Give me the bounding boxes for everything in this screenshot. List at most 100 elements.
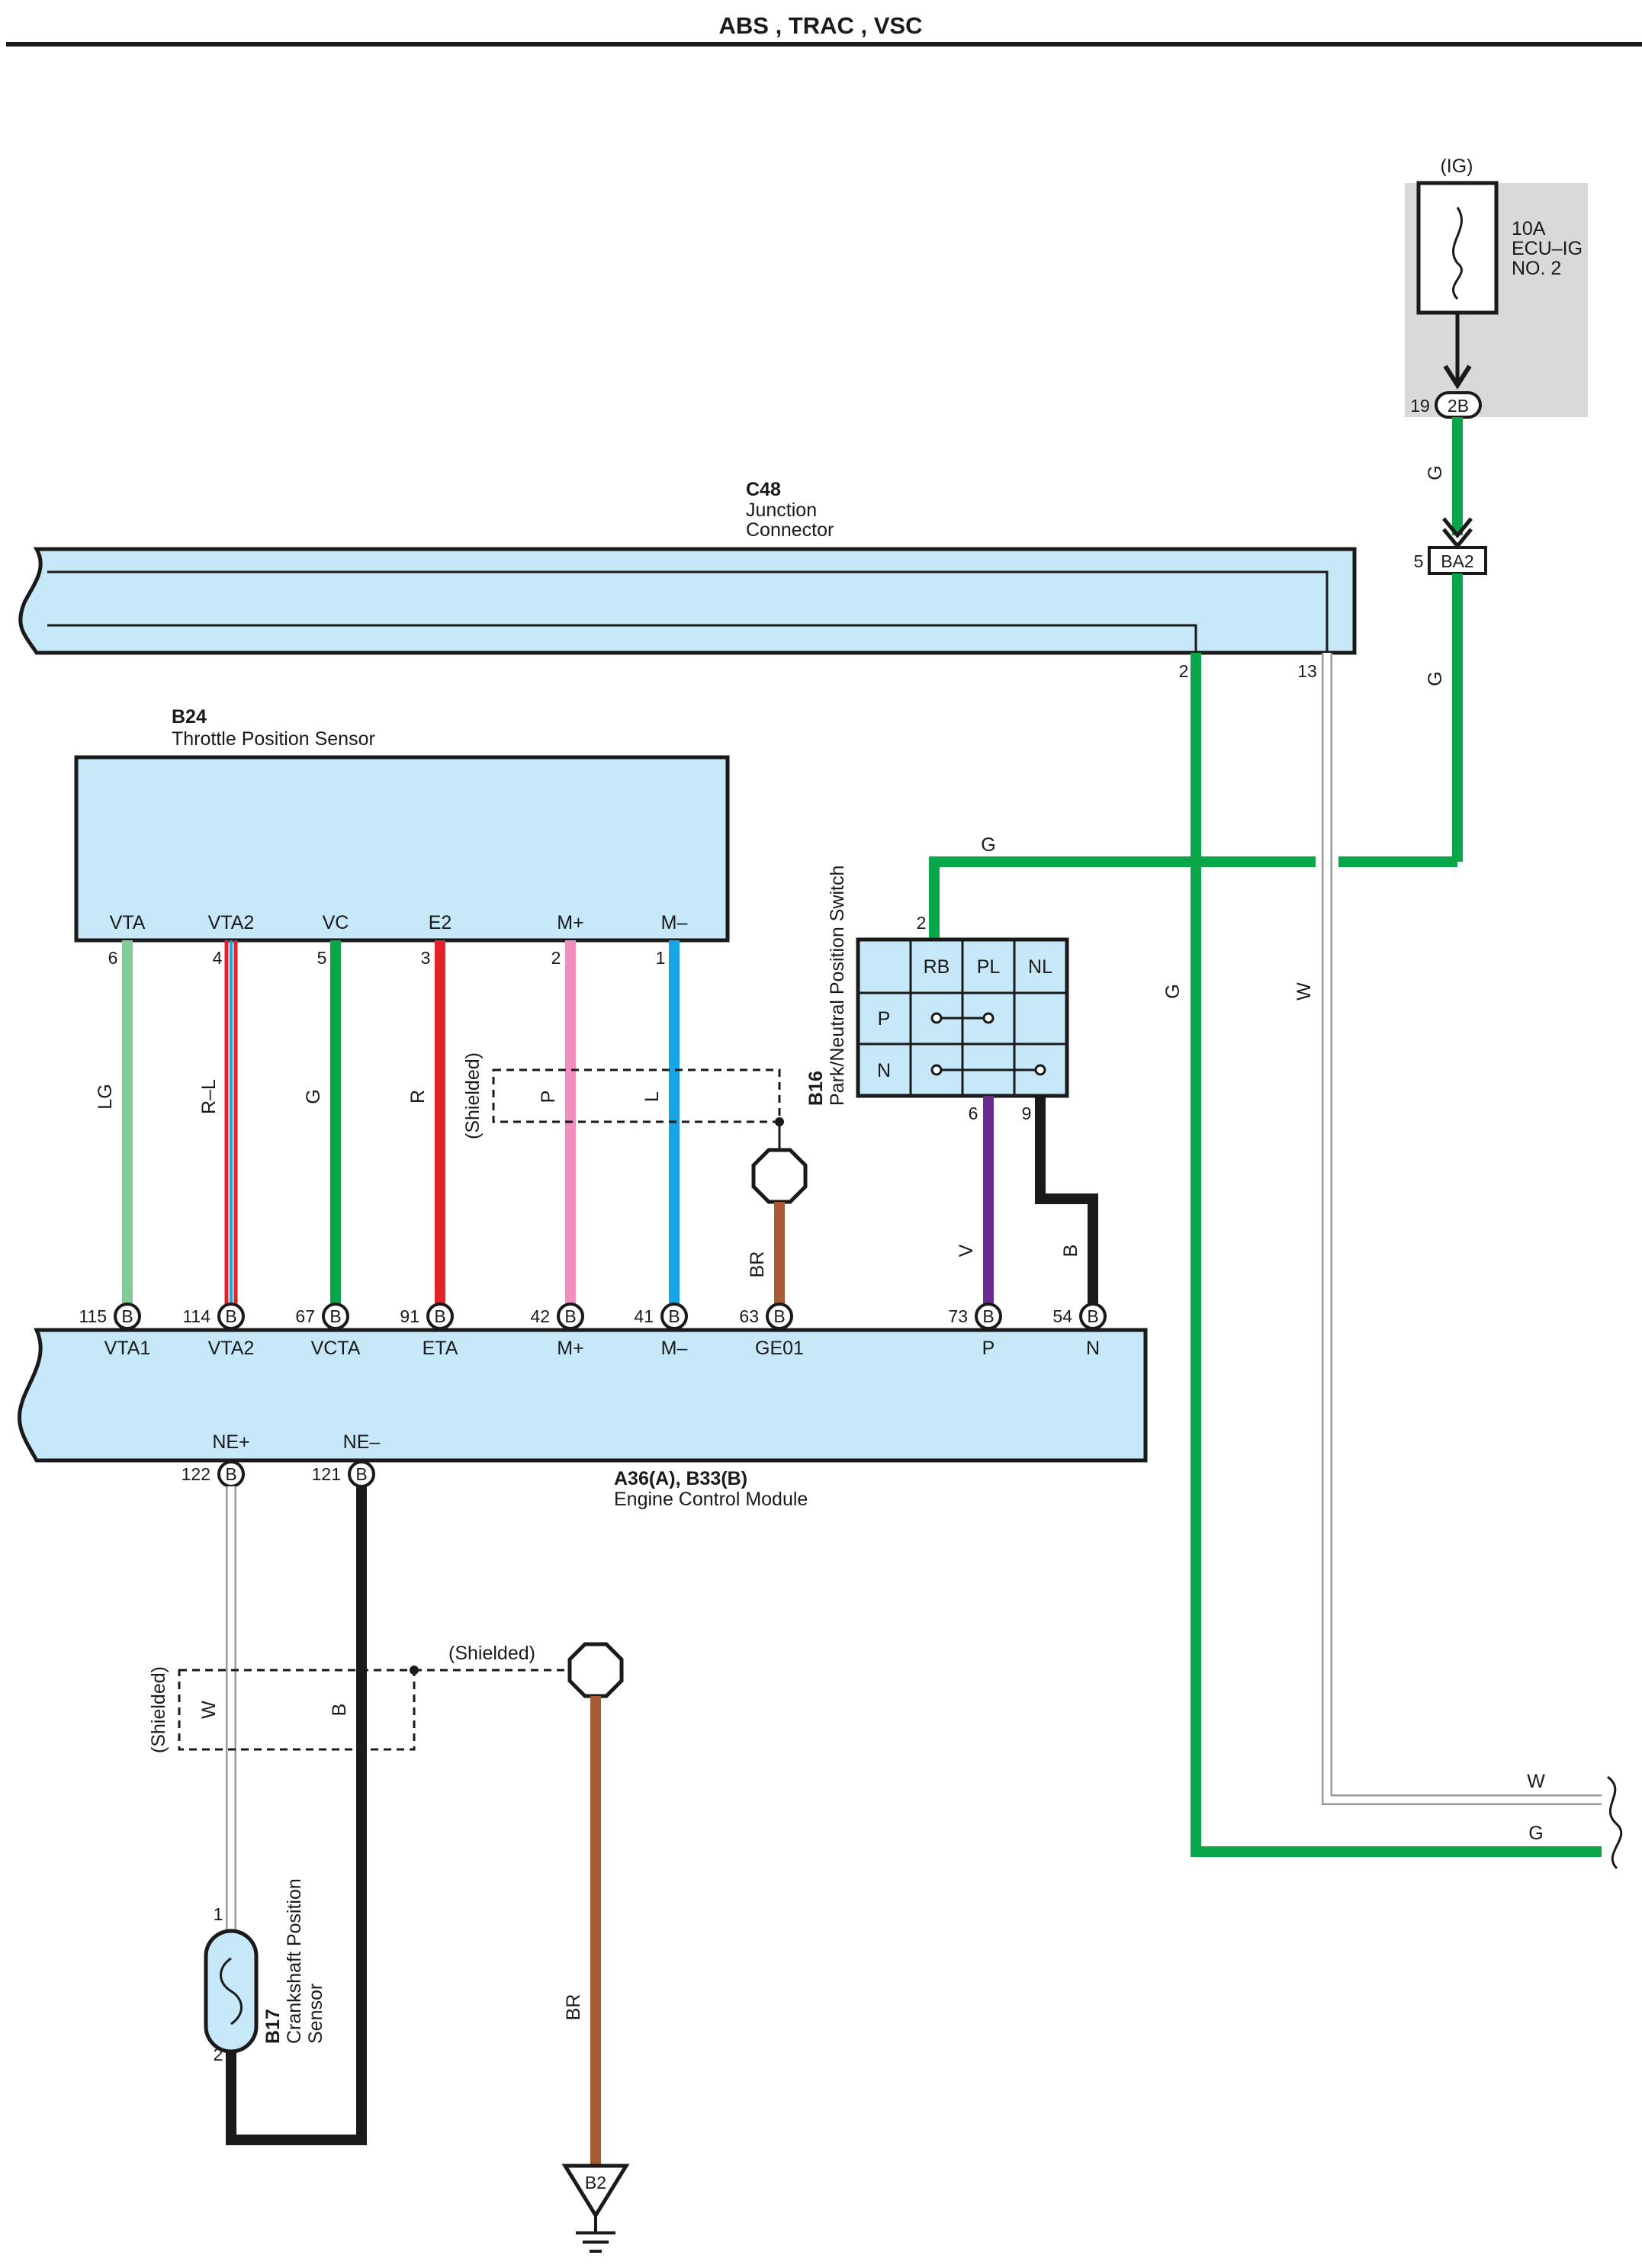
fuse-pin: 19	[1410, 396, 1430, 416]
c48-name-line1: Junction	[746, 500, 817, 521]
b24-term-e2: E2	[429, 912, 452, 933]
ecm-name: Engine Control Module	[614, 1489, 808, 1510]
wire-label-r: R	[407, 1090, 429, 1103]
b16-n-node-b	[1034, 1064, 1046, 1076]
ecm-conn-122-label: B	[225, 1464, 236, 1484]
wire-label-g-top: G	[1425, 465, 1446, 480]
wire-label-br-ground: BR	[563, 1994, 584, 2021]
wire-label-v: V	[956, 1244, 977, 1257]
b16-name: Park/Neutral Position Switch	[827, 866, 848, 1106]
c48-inner-line-b	[47, 624, 1197, 653]
b24-pin-4: 4	[213, 948, 223, 968]
ecm-term-vcta: VCTA	[311, 1338, 361, 1359]
ecm-conn-73	[975, 1303, 1002, 1330]
ecm-conn-114	[217, 1303, 245, 1330]
c48-junction-connector: C48 Junction Connector 2 13	[18, 479, 1357, 681]
ecm-conn-115	[114, 1303, 141, 1330]
wire-r-l	[224, 940, 238, 1310]
ecm-term-m-plus: M+	[557, 1338, 583, 1359]
fuse-icon	[1452, 207, 1463, 300]
wire-label-g-vc: G	[303, 1089, 324, 1103]
shield-junction-dot	[775, 1117, 784, 1126]
page-title: ABS , TRAC , VSC	[719, 12, 923, 39]
b17-pin-2: 2	[214, 2045, 223, 2064]
c48-inner-line-a	[47, 570, 1329, 653]
fuse-box	[1416, 181, 1499, 315]
b24-pin-5: 5	[317, 948, 327, 968]
wire-w-c48	[1323, 653, 1602, 1804]
b16-n-node-a	[930, 1064, 943, 1076]
connector-2b-label: 2B	[1448, 396, 1469, 416]
ecm-conn-54	[1079, 1303, 1107, 1330]
ground-b2-label: B2	[585, 2173, 606, 2193]
ecm-term-m-minus: M–	[661, 1338, 688, 1359]
b16-pin-6: 6	[969, 1103, 978, 1123]
ecm-term-vta2: VTA2	[208, 1338, 255, 1359]
wire-w-c48-outline	[1322, 653, 1602, 1805]
wire-label-b-n: B	[1060, 1245, 1081, 1258]
b16-row-p: P	[878, 1008, 891, 1030]
ecm-pin-42: 42	[530, 1306, 550, 1326]
wire-label-g-b16: G	[981, 834, 995, 856]
ecm-term-ne-minus: NE–	[343, 1431, 381, 1453]
c48-body	[18, 547, 1357, 655]
b24-code: B24	[172, 706, 207, 728]
shield-motor-wires	[492, 1068, 781, 1123]
c48-code: C48	[746, 479, 781, 500]
ecm-conn-67	[322, 1303, 349, 1330]
ecm-pin-121: 121	[312, 1464, 341, 1484]
b24-body	[74, 755, 730, 943]
ecm-pin-115: 115	[79, 1306, 107, 1326]
break-icon	[1607, 1775, 1623, 1870]
b24-name: Throttle Position Sensor	[172, 728, 375, 750]
ecm-pin-63: 63	[739, 1306, 759, 1326]
ecm-conn-67-label: B	[329, 1306, 341, 1326]
wire-b-ne	[226, 1486, 367, 2145]
b24-pin-3: 3	[421, 948, 431, 968]
ecm-pin-54: 54	[1052, 1306, 1072, 1326]
b16-pin-2: 2	[917, 913, 927, 933]
wire-label-l: L	[641, 1091, 663, 1102]
shield-label-ne: (Shielded)	[148, 1666, 169, 1753]
wire-label-w-long: W	[1293, 982, 1315, 1001]
ecm-term-vta1: VTA1	[104, 1338, 151, 1359]
b17-name-line1: Crankshaft Position	[284, 1878, 305, 2044]
wire-label-w-right: W	[1527, 1771, 1545, 1792]
ecm-conn-91-label: B	[434, 1306, 445, 1326]
wire-label-lg: LG	[95, 1084, 116, 1109]
connector-ba2	[1428, 546, 1487, 575]
b24-term-vta: VTA	[110, 912, 146, 933]
ecm-pin-41: 41	[634, 1306, 654, 1326]
ecm-term-p: P	[982, 1338, 995, 1359]
b24-pin-2: 2	[551, 948, 561, 968]
b24-term-vta2: VTA2	[208, 912, 255, 933]
ecm-conn-91	[426, 1303, 454, 1330]
ecm-code: A36(A), B33(B)	[614, 1468, 747, 1489]
ecm-pin-73: 73	[948, 1306, 968, 1326]
ecm-conn-63-label: B	[773, 1306, 785, 1326]
wire-label-g-ba2: G	[1425, 671, 1446, 686]
b16-col-nl: NL	[1028, 956, 1052, 978]
b16-row-n: N	[877, 1060, 891, 1081]
ground-b2: B2	[561, 2164, 630, 2253]
b16-col-pl: PL	[977, 956, 1001, 978]
b16-pin-9: 9	[1022, 1103, 1032, 1123]
ecm-conn-114-label: B	[225, 1306, 236, 1326]
ecm-pin-67: 67	[295, 1306, 315, 1326]
b16-code: B16	[805, 1071, 827, 1106]
ecm-term-eta: ETA	[423, 1338, 458, 1359]
wire-b-n	[1035, 1096, 1098, 1310]
wire-label-br-ge01: BR	[747, 1251, 768, 1278]
ecm-conn-41	[660, 1303, 688, 1330]
ecm-engine-control-module: A36(A), B33(B) Engine Control Module B B…	[18, 1303, 1148, 1510]
connector-ba2-label: BA2	[1441, 551, 1473, 571]
wire-label-b-ne: B	[329, 1704, 350, 1717]
ecm-pin-122: 122	[182, 1464, 210, 1484]
b16-p-node-b	[982, 1012, 995, 1024]
b16-p-node-a	[930, 1012, 943, 1024]
wire-g-to-b16	[929, 856, 1457, 940]
b24-throttle-position-sensor: B24 Throttle Position Sensor VTA VTA2 VC…	[74, 706, 730, 968]
ecm-term-n: N	[1086, 1338, 1100, 1359]
b17-code: B17	[262, 2009, 284, 2044]
